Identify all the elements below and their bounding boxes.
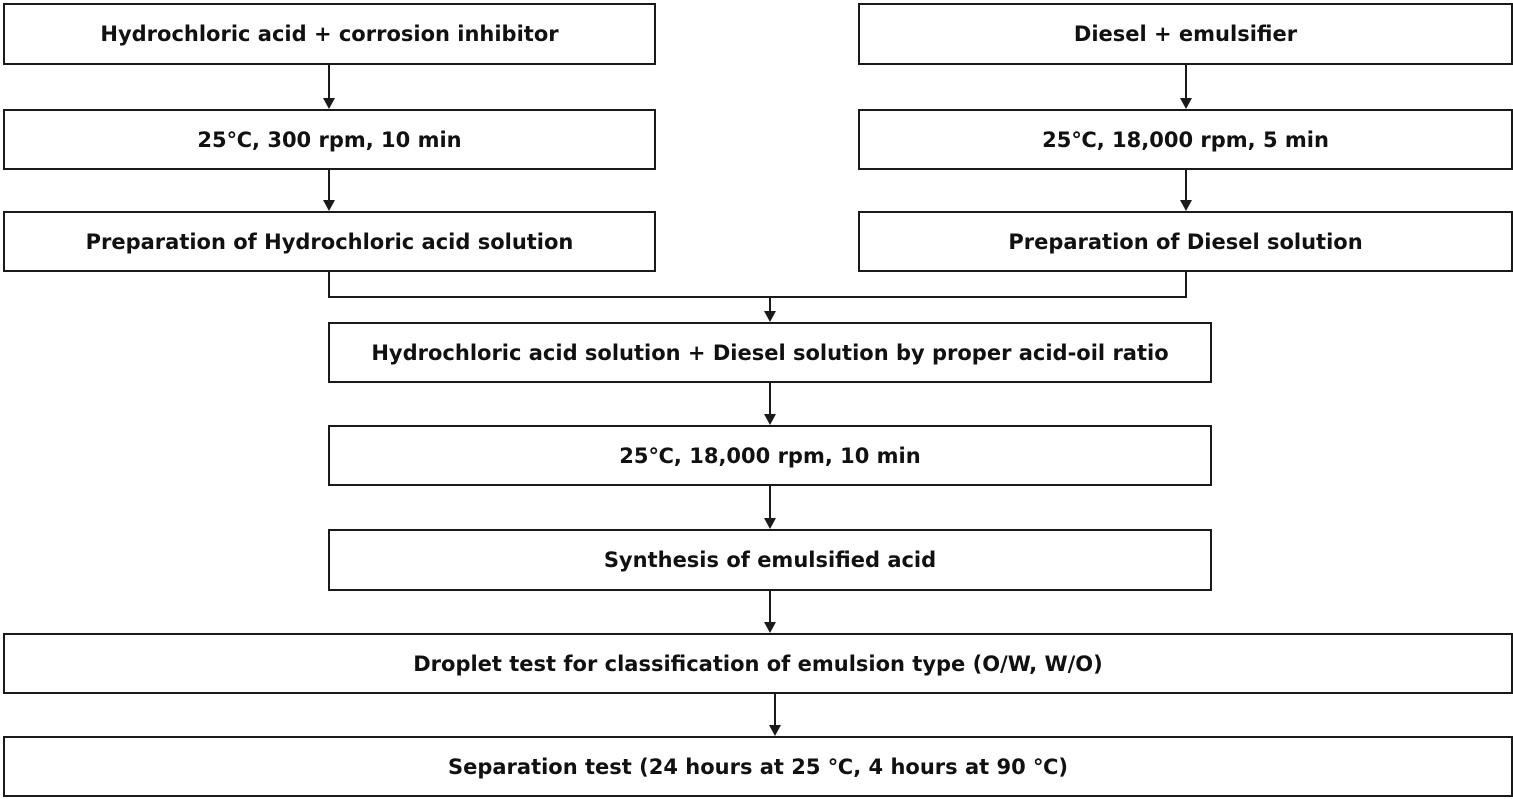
separation-test-label: Separation test (24 hours at 25 ℃, 4 hou… [447,754,1069,779]
hcl-mixing-label: 25℃, 300 rpm, 10 min [197,127,462,152]
arrowhead [1180,200,1192,211]
synthesis-box: Synthesis of emulsified acid [328,529,1212,591]
hcl-inputs-label: Hydrochloric acid + corrosion inhibitor [100,22,559,46]
arrowhead [769,725,781,736]
arrowhead [323,200,335,211]
arrowhead [764,414,776,425]
hcl-preparation-label: Preparation of Hydrochloric acid solutio… [85,229,574,254]
diesel-preparation-box: Preparation of Diesel solution [858,211,1513,272]
diesel-inputs-label: Diesel + emulsifier [1073,22,1298,46]
droplet-test-label: Droplet test for classification of emuls… [413,651,1103,676]
droplet-test-box: Droplet test for classification of emuls… [3,633,1513,694]
arrowhead [1180,98,1192,109]
separation-test-box: Separation test (24 hours at 25 ℃, 4 hou… [3,736,1513,797]
arrowhead [764,518,776,529]
combine-box: Hydrochloric acid solution + Diesel solu… [328,322,1212,383]
combine-label: Hydrochloric acid solution + Diesel solu… [371,340,1169,365]
arrowhead [323,98,335,109]
arrowhead [764,622,776,633]
diesel-inputs-box: Diesel + emulsifier [858,3,1513,65]
diesel-mixing-box: 25℃, 18,000 rpm, 5 min [858,109,1513,170]
synthesis-label: Synthesis of emulsified acid [603,548,937,572]
diesel-mixing-label: 25℃, 18,000 rpm, 5 min [1042,127,1329,152]
arrowhead [764,311,776,322]
hcl-mixing-box: 25℃, 300 rpm, 10 min [3,109,656,170]
combine-mixing-label: 25℃, 18,000 rpm, 10 min [619,443,921,468]
combine-mixing-box: 25℃, 18,000 rpm, 10 min [328,425,1212,486]
diesel-preparation-label: Preparation of Diesel solution [1008,229,1363,254]
merge-connector [328,272,1187,298]
hcl-inputs-box: Hydrochloric acid + corrosion inhibitor [3,3,656,65]
hcl-preparation-box: Preparation of Hydrochloric acid solutio… [3,211,656,272]
